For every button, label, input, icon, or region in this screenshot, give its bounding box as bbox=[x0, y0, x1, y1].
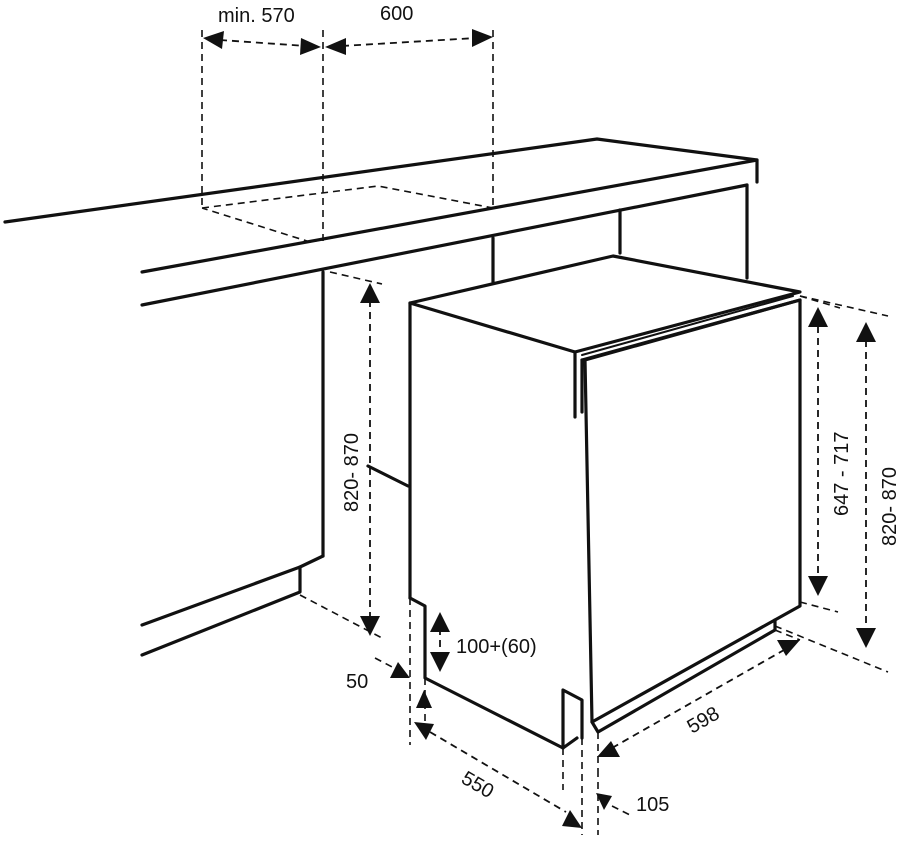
label-plinth-height: 100+(60) bbox=[456, 636, 537, 658]
label-cutout-min: min. 570 bbox=[218, 5, 295, 27]
label-niche-height: 820- 870 bbox=[341, 433, 363, 512]
countertop bbox=[3, 137, 759, 307]
dim-plinth-setback bbox=[374, 598, 432, 745]
label-depth: 550 bbox=[458, 767, 498, 803]
left-cabinet bbox=[140, 270, 410, 657]
dim-cutout-min bbox=[203, 31, 321, 55]
dim-width bbox=[597, 629, 801, 770]
dim-niche-height bbox=[299, 271, 383, 639]
dim-door-offset bbox=[596, 770, 631, 835]
label-width: 598 bbox=[684, 703, 724, 739]
label-door-height: 647 - 717 bbox=[831, 431, 853, 516]
label-appliance-height: 820- 870 bbox=[879, 467, 900, 546]
label-cutout-width: 600 bbox=[380, 3, 413, 25]
cutout-outline bbox=[201, 30, 494, 245]
dim-cutout-width bbox=[325, 29, 493, 55]
dim-plinth-height bbox=[430, 612, 450, 672]
dishwasher bbox=[408, 254, 802, 750]
dim-appliance-height bbox=[774, 295, 889, 673]
label-door-offset: 105 bbox=[636, 794, 669, 816]
dim-depth bbox=[414, 722, 583, 835]
label-plinth-setback: 50 bbox=[346, 671, 368, 693]
